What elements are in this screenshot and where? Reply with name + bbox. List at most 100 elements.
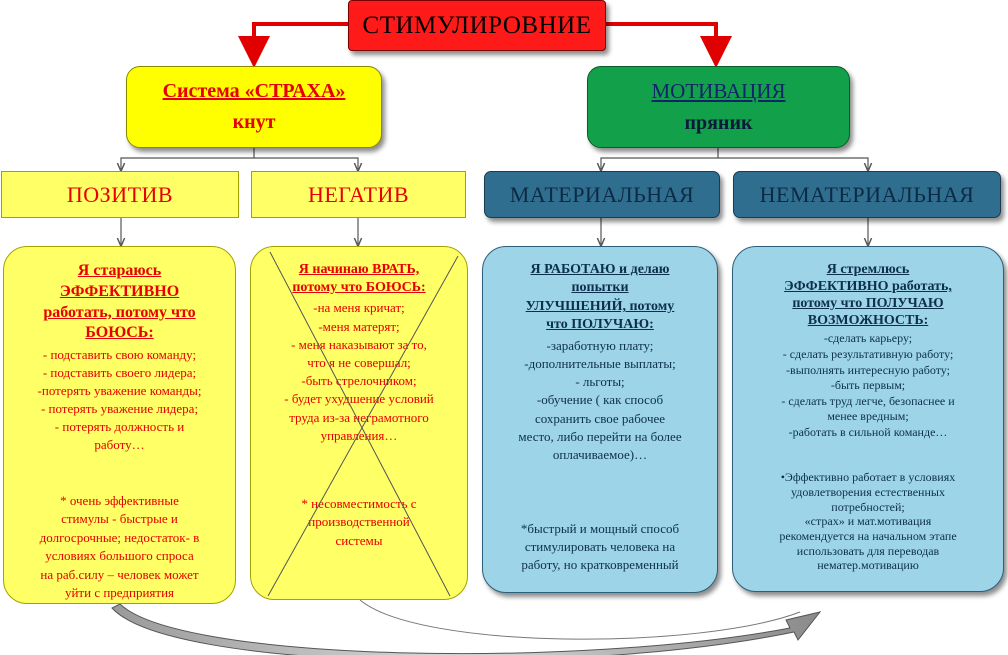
list-item: - потерять должность и (54, 418, 185, 434)
list-item: -быть стрелочником; (301, 373, 417, 389)
positive-category-label: ПОЗИТИВ (66, 181, 174, 207)
note-line: * очень эффективные (60, 492, 179, 508)
list-item: -обучение ( как способ (536, 392, 664, 408)
fear-system-subtitle: кнут (232, 111, 276, 133)
nonmaterial-heading: Я стремлюсь ЭФФЕКТИВНО работать, потому … (743, 261, 993, 329)
list-item: что я не совершал; (307, 354, 411, 370)
material-heading: Я РАБОТАЮ и делаю попытки УЛУЧШЕНИЙ, пот… (497, 261, 703, 335)
heading-line: что ПОЛУЧАЮ: (546, 317, 654, 333)
note-line: удовлетворения естественных (791, 485, 945, 500)
material-category-label: МАТЕРИАЛЬНАЯ (509, 181, 695, 207)
list-item: менее вредным; (827, 409, 909, 424)
material-content-box: Я РАБОТАЮ и делаю попытки УЛУЧШЕНИЙ, пот… (482, 246, 718, 593)
fear-system-box: Система «СТРАХА» кнут (126, 66, 382, 148)
nonmaterial-category-box: НЕМАТЕРИАЛЬНАЯ (733, 171, 1001, 218)
note-line: на раб.силу – человек может (40, 566, 199, 582)
positive-list: - подставить свою команду; - подставить … (18, 346, 221, 454)
heading-line: потому что БОЮСЬ: (292, 280, 426, 296)
list-item: -дополнительные выплаты; (524, 356, 676, 372)
nonmaterial-content-box: Я стремлюсь ЭФФЕКТИВНО работать, потому … (732, 246, 1004, 592)
material-category-box: МАТЕРИАЛЬНАЯ (484, 171, 720, 218)
red-arrow-left (238, 22, 348, 68)
note-line: нематер.мотивацию (817, 558, 919, 573)
heading-line: БОЮСЬ: (85, 324, 154, 342)
connector-motiv-nonmaterial (718, 157, 868, 169)
note-line: стимулировать человека на (524, 539, 676, 555)
note-line: •Эффективно работает в условиях (780, 470, 956, 485)
note-line: работу, но кратковременный (521, 557, 679, 573)
heading-line: ЭФФЕКТИВНО работать, (784, 279, 952, 295)
list-item: - будет ухудшение условий (284, 391, 434, 407)
connector-fear-positive (121, 148, 255, 169)
heading-line: ЭФФЕКТИВНО (59, 282, 180, 300)
heading-line: Я стараюсь (77, 262, 162, 279)
list-item: -быть первым; (830, 378, 906, 393)
material-note: *быстрый и мощный способ стимулировать ч… (497, 520, 703, 574)
stimulation-title: СТИМУЛИРОВНИЕ (362, 11, 592, 39)
list-item: - меня наказывают за то, (291, 336, 427, 352)
heading-line: ВОЗМОЖНОСТЬ: (807, 313, 929, 329)
motivation-box: МОТИВАЦИЯ пряник (587, 66, 850, 148)
fear-system-title: Система «СТРАХА» (162, 80, 346, 102)
note-line: рекомендуется на начальном этапе (779, 528, 957, 543)
negative-heading: Я начинаю ВРАТЬ, потому что БОЮСЬ: (265, 261, 453, 297)
list-item: работу… (94, 436, 145, 452)
positive-note: * очень эффективные стимулы - быстрые и … (18, 492, 221, 603)
positive-content-box: Я стараюсь ЭФФЕКТИВНО работать, потому ч… (3, 246, 236, 604)
motivation-title: МОТИВАЦИЯ (651, 79, 786, 103)
note-line: стимулы - быстрые и (61, 511, 178, 527)
heading-line: Я РАБОТАЮ и делаю (530, 262, 670, 277)
list-item: -сделать карьеру; (823, 331, 913, 346)
stimulation-title-box: СТИМУЛИРОВНИЕ (348, 0, 606, 51)
list-item: труда из-за неграмотного (289, 409, 429, 425)
positive-heading: Я стараюсь ЭФФЕКТИВНО работать, потому ч… (18, 261, 221, 344)
note-line: производственной (308, 514, 410, 530)
note-line: системы (335, 532, 383, 548)
list-item: - льготы; (575, 374, 625, 390)
list-item: -меня матерят; (318, 318, 400, 334)
list-item: -работать в сильной команде… (788, 424, 948, 439)
list-item: -заработную плату; (546, 337, 654, 353)
nonmaterial-note: •Эффективно работает в условиях удовлетв… (743, 470, 993, 572)
negative-list: -на меня кричат; -меня матерят; - меня н… (265, 299, 453, 445)
negative-category-box: НЕГАТИВ (251, 171, 466, 218)
note-line: долгосрочные; недостаток- в (39, 529, 200, 545)
nonmaterial-category-label: НЕМАТЕРИАЛЬНАЯ (759, 181, 975, 207)
heading-line: работать, потому что (43, 303, 196, 321)
note-line: «страх» и мат.мотивация (804, 514, 932, 529)
list-item: оплачиваемое)… (552, 447, 648, 462)
list-item: -выполнять интересную работу; (786, 362, 950, 377)
list-item: сохранить свое рабочее (534, 410, 666, 426)
nonmaterial-list: -сделать карьеру; - сделать результативн… (743, 331, 993, 440)
list-item: - потерять уважение лидера; (40, 401, 199, 416)
negative-category-label: НЕГАТИВ (307, 181, 410, 207)
heading-line: УЛУЧШЕНИЙ, потому (525, 298, 675, 314)
positive-category-box: ПОЗИТИВ (1, 171, 239, 218)
heading-line: Я стремлюсь (826, 262, 910, 277)
list-item: - сделать результативную работу; (782, 346, 954, 361)
heading-line: Я начинаю ВРАТЬ, (298, 262, 420, 277)
heading-line: потому что ПОЛУЧАЮ (792, 296, 944, 312)
list-item: -потерять уважение команды; (37, 383, 202, 399)
list-item: - сделать труд легче, безопаснее и (781, 393, 955, 408)
list-item: - подставить своего лидера; (42, 365, 197, 381)
connector-motiv-material (601, 148, 719, 169)
curved-transition-arrow (111, 603, 822, 655)
note-line: *быстрый и мощный способ (520, 521, 680, 537)
note-line: использовать для переводав (796, 543, 940, 558)
note-line: * несовместимость с (301, 495, 417, 511)
list-item: место, либо перейти на более (518, 428, 682, 444)
motivation-subtitle: пряник (684, 112, 753, 134)
note-line: потребностей; (831, 499, 905, 514)
red-arrow-right (606, 22, 732, 68)
list-item: управления… (320, 427, 398, 443)
negative-content-box: Я начинаю ВРАТЬ, потому что БОЮСЬ: -на м… (250, 246, 468, 600)
note-line: уйти с предприятия (64, 585, 175, 601)
connector-fear-negative (254, 157, 358, 169)
list-item: -на меня кричат; (313, 300, 405, 316)
list-item: - подставить свою команду; (42, 347, 197, 363)
negative-note: * несовместимость с производственной сис… (265, 495, 453, 550)
material-list: -заработную плату; -дополнительные выпла… (497, 337, 703, 464)
note-line: условиях большого спроса (45, 548, 194, 564)
